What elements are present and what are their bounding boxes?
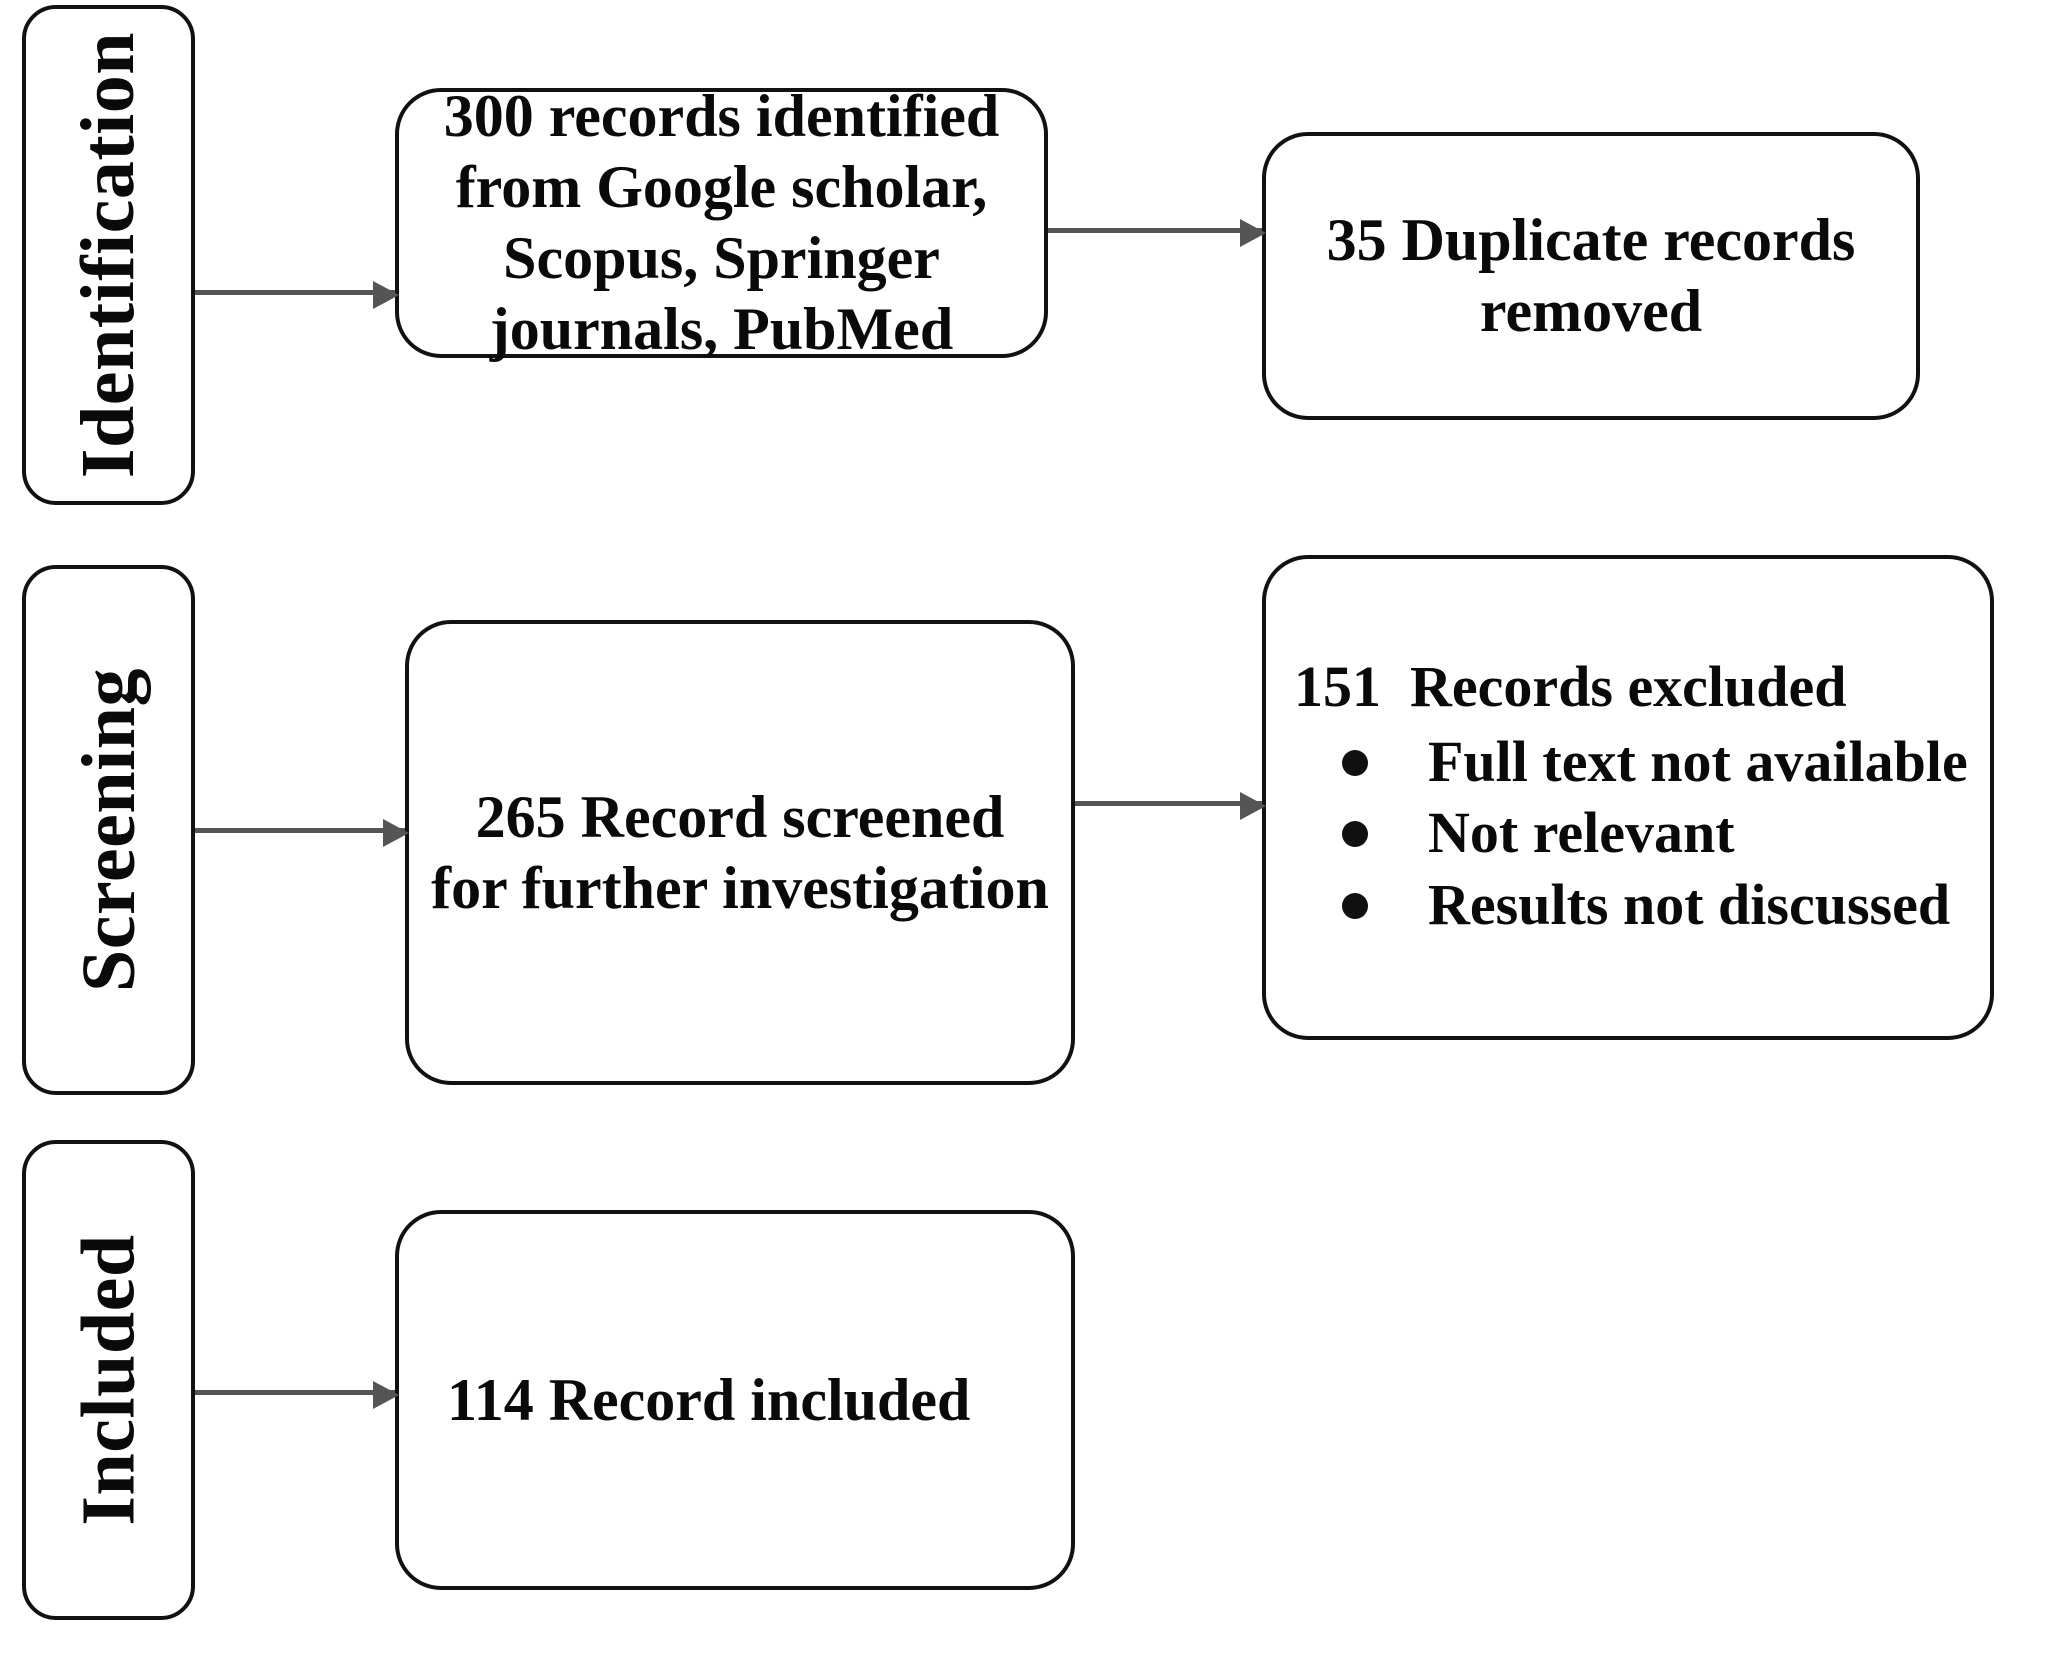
arrowhead-icon: [373, 281, 399, 309]
stage-label-included-text: Included: [66, 1234, 151, 1526]
exclusion-reason-text: Results not discussed: [1428, 872, 1951, 938]
node-records-excluded: 151 Records excluded Full text not avail…: [1262, 555, 1994, 1040]
stage-label-identification: Identification: [22, 5, 195, 505]
list-item: Not relevant: [1336, 799, 1980, 867]
stage-label-screening: Screening: [22, 565, 195, 1095]
arrow-included-to-included-box: [195, 1381, 399, 1409]
list-item: Results not discussed: [1336, 871, 1980, 939]
exclusion-reason-text: Not relevant: [1428, 800, 1735, 866]
arrow-identified-to-duplicates: [1048, 219, 1266, 247]
bullet-icon: [1342, 749, 1368, 776]
node-records-included-text: 114 Record included: [447, 1366, 971, 1433]
arrow-identification-to-identified: [195, 281, 399, 309]
exclusion-reason-text: Full text not available: [1428, 728, 1968, 794]
bullet-icon: [1342, 893, 1368, 920]
list-item: Full text not available: [1336, 728, 1980, 796]
node-records-excluded-heading: 151 Records excluded: [1294, 653, 1847, 719]
node-records-identified-text: 300 records identified from Google schol…: [443, 83, 1000, 362]
arrowhead-icon: [373, 1381, 399, 1409]
arrowhead-icon: [1240, 219, 1266, 247]
node-records-included: 114 Record included: [395, 1210, 1075, 1590]
node-records-excluded-reasons: Full text not available Not relevant Res…: [1266, 728, 1990, 944]
node-records-identified: 300 records identified from Google schol…: [395, 83, 1048, 362]
arrowhead-icon: [383, 819, 409, 847]
stage-label-included: Included: [22, 1140, 195, 1620]
stage-label-identification-text: Identification: [66, 31, 151, 479]
node-duplicates-removed: 35 Duplicate records removed: [1262, 132, 1920, 420]
bullet-icon: [1342, 821, 1368, 848]
node-duplicates-removed-text: 35 Duplicate records removed: [1326, 207, 1856, 344]
arrow-screened-to-excluded: [1075, 792, 1266, 820]
arrow-screening-to-screened: [195, 819, 409, 847]
node-records-screened-text: 265 Record screened for further investig…: [431, 783, 1049, 921]
node-records-screened: 265 Record screened for further investig…: [405, 620, 1075, 1085]
arrowhead-icon: [1240, 792, 1266, 820]
stage-label-screening-text: Screening: [66, 668, 151, 992]
